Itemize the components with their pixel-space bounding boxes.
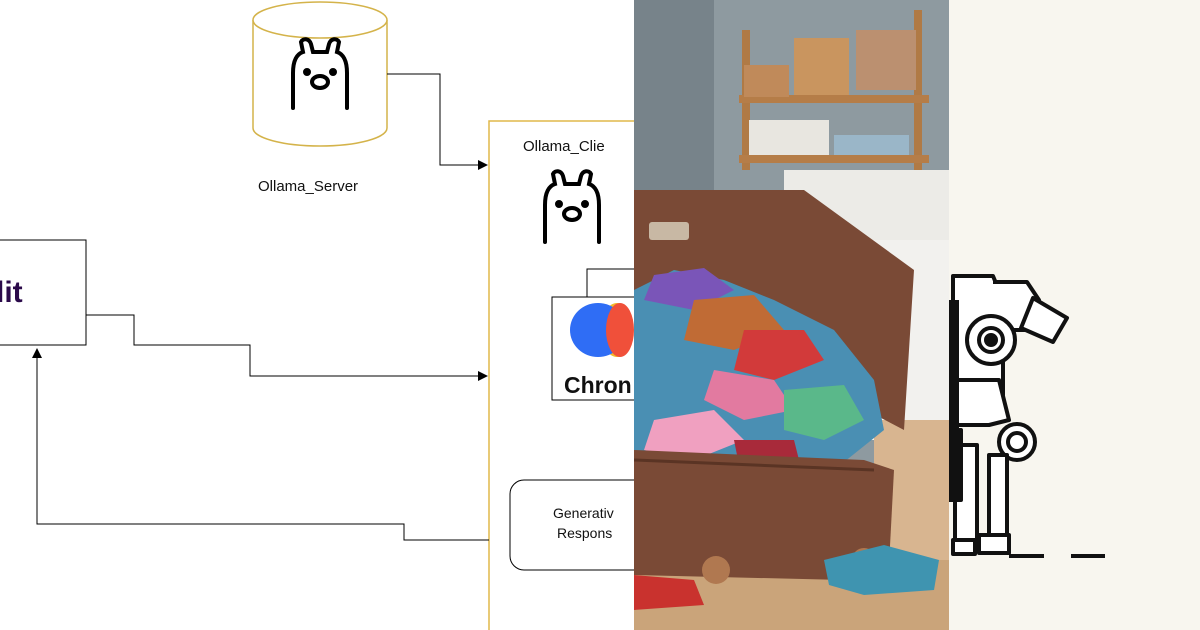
server-to-client-arrow xyxy=(387,73,488,170)
streamlit-app-box xyxy=(0,239,87,346)
response-to-app-arrow xyxy=(32,348,489,541)
suitcase-with-clothes-image xyxy=(634,0,949,630)
robot-line-art-image xyxy=(949,0,1200,630)
chroma-logo-icon xyxy=(570,303,634,357)
chroma-label: Chron xyxy=(564,372,632,398)
app-to-client-arrow xyxy=(86,314,488,381)
suitcase-photo-panel xyxy=(634,0,949,630)
ollama-client-container xyxy=(488,120,634,630)
ollama-server-label: Ollama_Server xyxy=(258,178,359,195)
ollama-client-label: Ollama_Clie xyxy=(523,138,605,155)
llama-icon xyxy=(543,169,601,244)
chroma-connector xyxy=(586,268,634,297)
streamlit-label: lit xyxy=(0,276,23,309)
ollama-server-cylinder xyxy=(252,1,388,147)
llama-icon xyxy=(291,37,349,110)
response-label-line1: Generativ xyxy=(553,505,614,521)
architecture-diagram-panel: Ollama_Server Ollama_Clie lit Chron Gene… xyxy=(0,0,634,630)
diagram-canvas xyxy=(0,1,634,630)
robot-line-art-panel xyxy=(949,0,1200,630)
generative-response-box xyxy=(509,479,634,571)
response-label-line2: Respons xyxy=(557,525,613,541)
